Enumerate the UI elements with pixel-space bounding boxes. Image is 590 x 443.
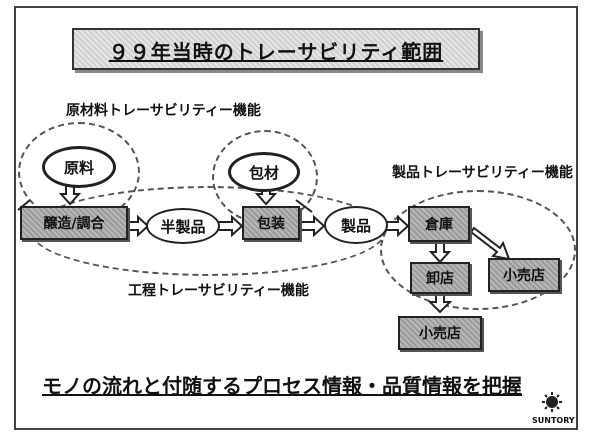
sun-emblem-icon — [542, 392, 562, 412]
node-product: 製品 — [324, 206, 388, 244]
title-banner: ９９年当時のトレーサビリティ範囲 — [72, 28, 480, 70]
node-packaging: 包装 — [242, 206, 300, 240]
node-brewing-blending: 醸造/調合 — [20, 206, 128, 240]
arrow-packaging-to-product — [299, 214, 326, 238]
arrow-semi-to-packaging — [217, 214, 244, 238]
arrow-warehouse-to-retailer — [469, 226, 511, 261]
node-wholesaler: 卸店 — [410, 262, 470, 294]
slide-title: ９９年当時のトレーサビリティ範囲 — [108, 40, 444, 64]
footer-statement: モノの流れと付随するプロセス情報・品質情報を把握 — [42, 374, 522, 398]
product-traceability-label: 製品トレーサビリティー機能 — [392, 165, 573, 181]
arrow-raw-to-brewing — [58, 185, 82, 206]
node-packaging-material: 包材 — [228, 152, 300, 192]
arrow-brewing-to-semi — [125, 214, 150, 238]
arrow-wholesaler-to-retailer — [427, 291, 453, 314]
node-retailer-bottom: 小売店 — [398, 316, 482, 350]
node-raw-material: 原料 — [42, 146, 116, 188]
product-region — [380, 190, 576, 310]
suntory-logo: SUNTORY — [532, 392, 575, 426]
arrow-warehouse-to-wholesaler — [428, 241, 452, 264]
arrow-product-to-warehouse — [385, 214, 410, 238]
node-retailer-right: 小売店 — [488, 258, 560, 292]
node-warehouse: 倉庫 — [408, 206, 470, 242]
node-semi-finished: 半製品 — [146, 208, 220, 244]
process-traceability-label: 工程トレーサビリティー機能 — [128, 283, 309, 299]
raw-material-traceability-label: 原材料トレーサビリティー機能 — [66, 103, 261, 119]
logo-wordmark: SUNTORY — [532, 416, 575, 425]
